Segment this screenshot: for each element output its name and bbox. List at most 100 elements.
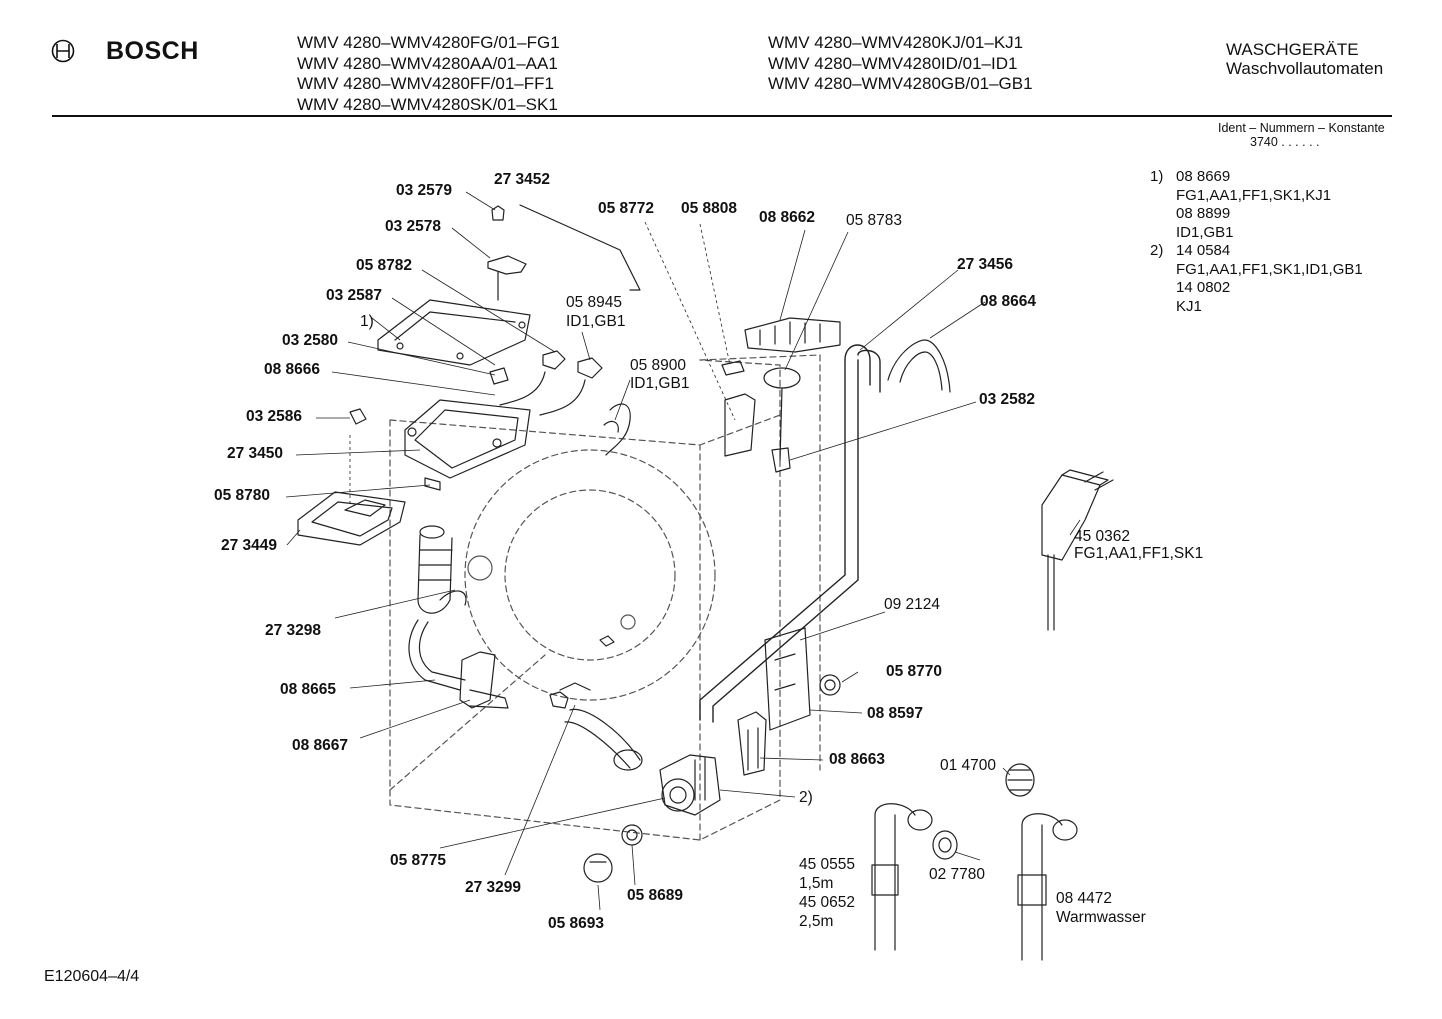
pump-bellows — [559, 682, 643, 771]
ident-value: 3740 . . . . . . — [1250, 135, 1320, 149]
model-line: WMV 4280–WMV4280GB/01–GB1 — [768, 74, 1033, 93]
category-title: WASCHGERÄTE — [1226, 40, 1359, 59]
part-label: 05 8783 — [846, 212, 903, 229]
motor-bracket — [737, 627, 811, 776]
machine-housing-outline — [389, 354, 821, 841]
coupling-parts — [549, 635, 615, 709]
part-label: 08 8667 — [292, 737, 349, 754]
part-label: Warmwasser — [1056, 909, 1146, 926]
model-line: WMV 4280–WMV4280SK/01–SK1 — [297, 94, 558, 114]
note-line: FG1,AA1,FF1,SK1,ID1,GB1 — [1176, 260, 1363, 278]
part-label: 08 8663 — [829, 751, 886, 768]
detergent-drawer — [297, 491, 406, 546]
carbon-brush — [819, 674, 841, 696]
part-label: 03 2587 — [326, 287, 383, 304]
part-label: 08 8662 — [759, 209, 816, 226]
note-line: KJ1 — [1176, 297, 1202, 315]
part-label: 27 3298 — [265, 622, 322, 639]
drain-hose-left — [408, 619, 466, 691]
drain-pump — [659, 754, 721, 816]
part-label: 05 8945 — [566, 294, 623, 311]
note-line: 08 8669 — [1176, 168, 1231, 185]
bosch-logo-icon — [51, 39, 75, 63]
part-label: 27 3456 — [957, 256, 1014, 273]
part-label: 2) — [799, 789, 813, 806]
inlet-hose-hot — [1017, 813, 1078, 961]
part-label: 05 8772 — [598, 200, 655, 217]
part-label: 09 2124 — [884, 596, 941, 613]
mains-plug — [1041, 469, 1114, 631]
hose-filter — [1005, 763, 1035, 797]
part-label: 05 8770 — [886, 663, 943, 680]
part-label: 03 2578 — [385, 218, 442, 235]
part-label: 05 8780 — [214, 487, 271, 504]
model-line: WMV 4280–WMV4280FG/01–FG1 — [297, 33, 560, 52]
inlet-hose-cold — [871, 803, 933, 951]
part-label: 01 4700 — [940, 757, 997, 774]
part-label: 03 2586 — [246, 408, 303, 425]
door-lock — [721, 360, 756, 457]
part-label: 05 8775 — [390, 852, 447, 869]
dispenser-top-cover — [377, 299, 531, 366]
part-label: 03 2580 — [282, 332, 339, 349]
note-2-lines: 14 0584 FG1,AA1,FF1,SK1,ID1,GB1 14 0802 … — [1176, 242, 1363, 316]
note-line: FG1,AA1,FF1,SK1,KJ1 — [1176, 186, 1332, 204]
part-label: 1,5m — [799, 875, 834, 892]
part-label: 45 0362 — [1074, 528, 1131, 545]
electrical-connector-block — [744, 317, 841, 353]
model-list-col1: WMV 4280–WMV4280FG/01–FG1 WMV 4280–WMV42… — [297, 33, 560, 115]
part-label: 08 8664 — [980, 293, 1037, 310]
note-line: 08 8899 — [1176, 205, 1231, 222]
model-line: WMV 4280–WMV4280FF/01–FF1 — [297, 74, 554, 93]
note-2: 2) — [1150, 242, 1163, 261]
inlet-bellows-hose — [603, 403, 631, 456]
part-label: 1) — [360, 313, 374, 330]
part-label: 05 8808 — [681, 200, 738, 217]
part-label: 02 7780 — [929, 866, 986, 883]
model-line: WMV 4280–WMV4280AA/01–AA1 — [297, 53, 558, 73]
note-1: 1) — [1150, 168, 1163, 187]
note-line: 14 0802 — [1176, 279, 1231, 296]
leader-lines — [285, 191, 1081, 911]
pressure-switch — [763, 367, 801, 473]
seal-ring — [932, 830, 958, 860]
part-label: 08 8597 — [867, 705, 924, 722]
ident-label: Ident – Nummern – Konstante — [1218, 121, 1385, 135]
category-block: WASCHGERÄTE Waschvollautomaten — [1226, 40, 1383, 79]
part-label: 27 3450 — [227, 445, 284, 462]
part-label: FG1,AA1,FF1,SK1 — [1074, 545, 1204, 562]
support-bracket — [887, 339, 951, 393]
valve-fittings — [349, 204, 641, 425]
category-subtitle: Waschvollautomaten — [1226, 58, 1384, 78]
part-label: 2,5m — [799, 913, 834, 930]
part-label: 27 3299 — [465, 879, 522, 896]
note-1-lines: 08 8669 FG1,AA1,FF1,SK1,KJ1 08 8899 ID1,… — [1176, 168, 1331, 242]
note-line: 14 0584 — [1176, 242, 1231, 259]
part-label: 27 3449 — [221, 537, 278, 554]
part-label: 05 8689 — [627, 887, 684, 904]
heater-bracket — [459, 651, 509, 709]
part-label: 45 0555 — [799, 856, 856, 873]
document-id: E120604–4/4 — [44, 968, 140, 985]
brand-name: BOSCH — [106, 37, 199, 65]
part-label: 03 2582 — [979, 391, 1036, 408]
model-list-col2: WMV 4280–WMV4280KJ/01–KJ1 WMV 4280–WMV42… — [768, 33, 1033, 95]
note-marker: 1) — [1150, 168, 1164, 185]
sump-bellows — [417, 525, 467, 614]
vertical-pipe — [699, 344, 881, 723]
part-label: 08 8666 — [264, 361, 321, 378]
part-label: 08 4472 — [1056, 890, 1113, 907]
part-label: 27 3452 — [494, 171, 551, 188]
dispenser-housing — [404, 399, 531, 491]
part-label: 05 8900 — [630, 357, 687, 374]
part-label: ID1,GB1 — [566, 313, 626, 330]
model-line: WMV 4280–WMV4280ID/01–ID1 — [768, 53, 1018, 73]
note-line: ID1,GB1 — [1176, 223, 1234, 241]
part-label: ID1,GB1 — [630, 375, 690, 392]
part-label: 05 8782 — [356, 257, 413, 274]
pump-filter-parts — [583, 824, 643, 883]
note-marker: 2) — [1150, 242, 1164, 259]
part-label: 08 8665 — [280, 681, 337, 698]
part-label: 45 0652 — [799, 894, 856, 911]
